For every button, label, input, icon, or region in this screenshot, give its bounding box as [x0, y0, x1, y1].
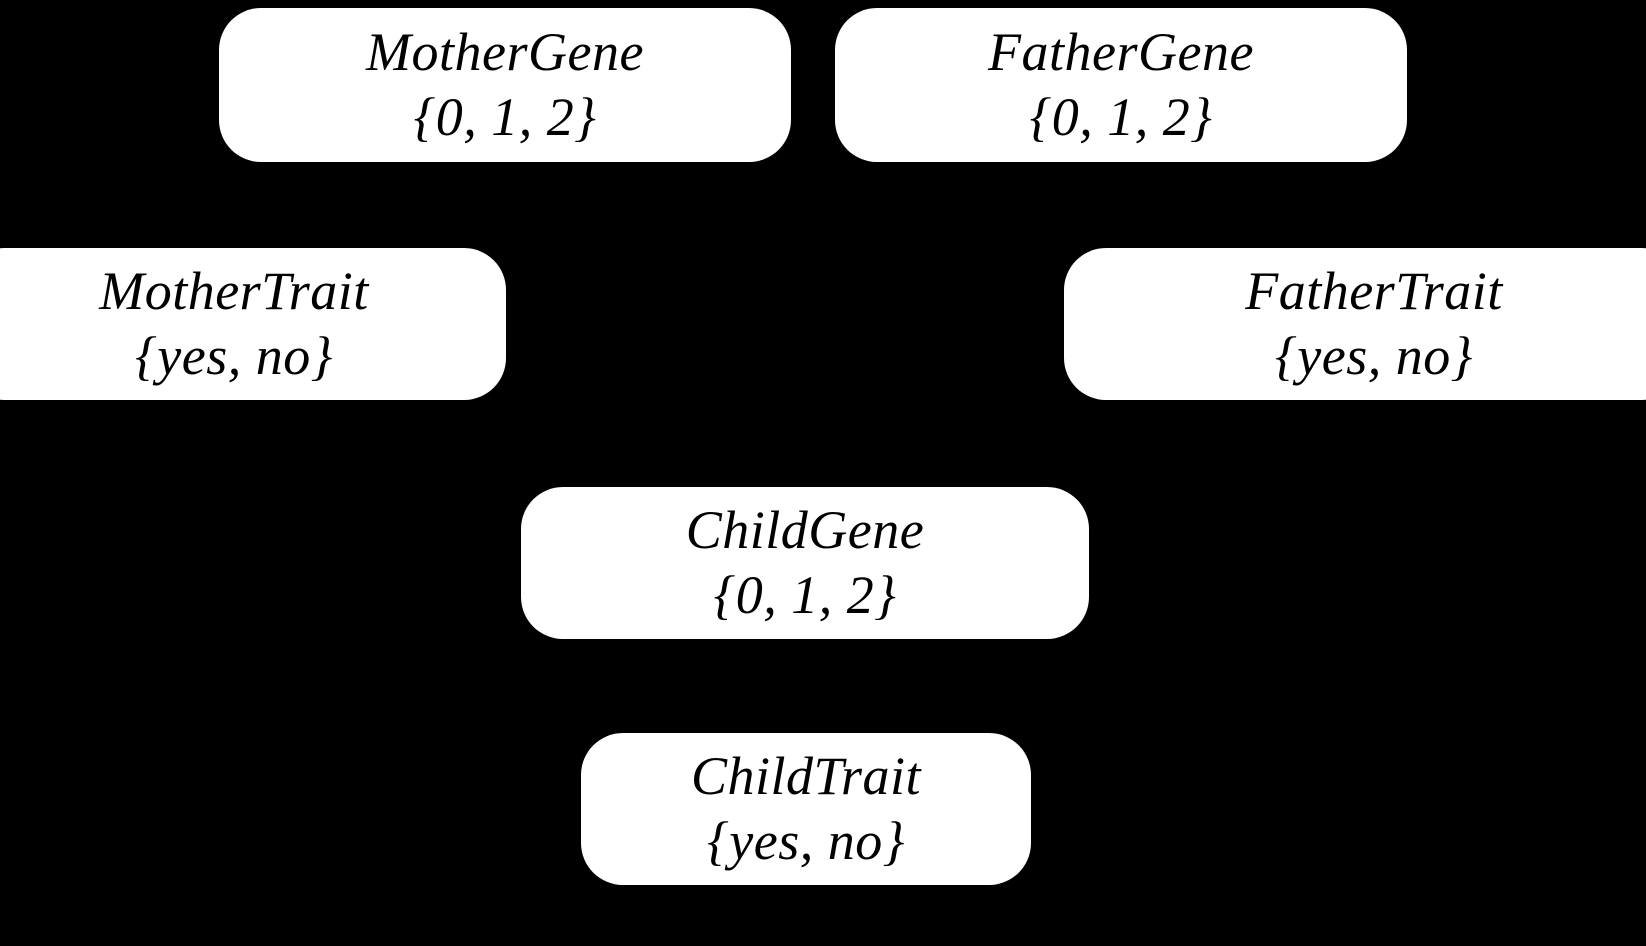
node-child-trait[interactable]: ChildTrait {yes, no} — [581, 733, 1031, 885]
node-mother-gene[interactable]: MotherGene {0, 1, 2} — [219, 8, 791, 162]
node-child-gene-label: ChildGene — [685, 500, 925, 561]
edge-father-gene-to-father-trait — [1199, 160, 1331, 250]
edge-father-gene-to-child-gene — [908, 161, 1062, 488]
node-child-gene-domain: {0, 1, 2} — [713, 565, 897, 625]
edge-mother-gene-to-child-gene — [558, 161, 702, 488]
node-father-gene-domain: {0, 1, 2} — [1029, 87, 1213, 147]
node-mother-trait-label: MotherTrait — [99, 261, 369, 322]
node-father-trait[interactable]: FatherTrait {yes, no} — [1064, 248, 1646, 400]
node-mother-gene-domain: {0, 1, 2} — [413, 87, 597, 147]
node-mother-trait[interactable]: MotherTrait {yes, no} — [0, 248, 506, 400]
node-father-gene[interactable]: FatherGene {0, 1, 2} — [835, 8, 1407, 162]
edge-mother-gene-to-mother-trait — [279, 160, 401, 250]
node-child-gene[interactable]: ChildGene {0, 1, 2} — [521, 487, 1089, 639]
node-father-gene-label: FatherGene — [988, 22, 1254, 83]
node-father-trait-domain: {yes, no} — [1275, 326, 1473, 386]
node-mother-trait-domain: {yes, no} — [135, 326, 333, 386]
node-mother-gene-label: MotherGene — [366, 22, 644, 83]
node-child-trait-label: ChildTrait — [690, 746, 922, 807]
node-father-trait-label: FatherTrait — [1245, 261, 1503, 322]
node-child-trait-domain: {yes, no} — [707, 811, 905, 871]
